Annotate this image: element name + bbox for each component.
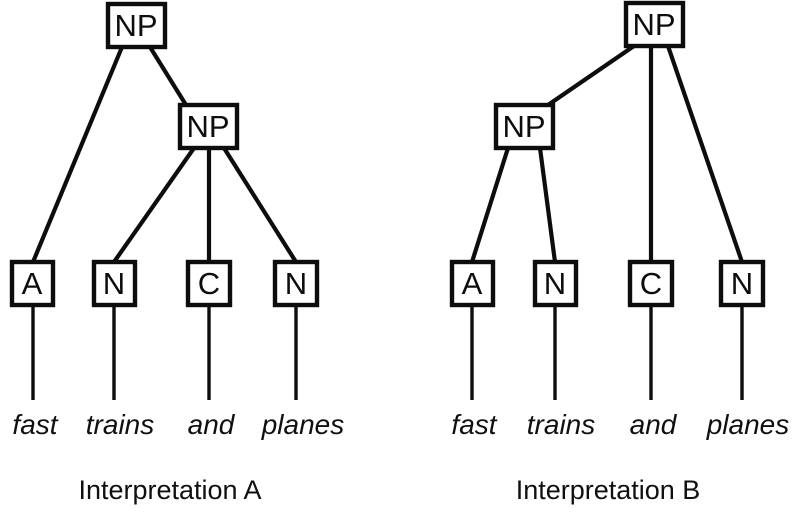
node-label-a-leaf-c: C xyxy=(198,266,220,301)
node-label-b-leaf-a: A xyxy=(462,266,483,301)
node-box-b-np-sub[interactable] xyxy=(493,102,556,151)
tree-edge-a-edge-np-n2 xyxy=(222,146,298,264)
node-label-b-np-root: NP xyxy=(632,7,675,42)
node-box-b-leaf-n1[interactable] xyxy=(532,259,579,308)
word-label-a-word-planes: planes xyxy=(261,409,345,440)
tree-edge-b-edge-root-n2 xyxy=(666,45,744,263)
node-box-a-leaf-n2[interactable] xyxy=(272,259,320,308)
word-label-b-word-trains: trains xyxy=(527,409,595,440)
node-label-b-np-sub: NP xyxy=(502,109,545,144)
node-label-a-leaf-a: A xyxy=(22,266,43,301)
tree-edge-b-edge-np-a xyxy=(469,147,511,263)
node-box-a-np-sub[interactable] xyxy=(177,102,240,151)
word-label-b-word-fast: fast xyxy=(451,409,497,440)
word-label-b-word-and: and xyxy=(630,409,678,440)
word-label-b-word-planes: planes xyxy=(706,409,790,440)
caption-interpretation-b: Interpretation B xyxy=(516,475,701,505)
node-box-b-leaf-n2[interactable] xyxy=(718,259,766,308)
tree-edge-a-edge-root-a xyxy=(31,46,124,263)
tree-edge-a-edge-np-n1 xyxy=(112,146,196,264)
word-label-a-word-trains: trains xyxy=(86,409,154,440)
tree-edge-a-edge-root-np xyxy=(148,45,188,107)
node-box-a-np-root[interactable] xyxy=(105,1,168,50)
node-box-b-np-root[interactable] xyxy=(623,0,686,49)
node-box-a-leaf-a[interactable] xyxy=(9,259,56,308)
word-label-a-word-and: and xyxy=(188,409,236,440)
node-label-a-np-root: NP xyxy=(114,8,157,43)
word-label-a-word-fast: fast xyxy=(12,409,58,440)
node-box-b-leaf-c[interactable] xyxy=(627,259,675,308)
node-box-b-leaf-a[interactable] xyxy=(449,259,496,308)
tree-edge-b-edge-root-np xyxy=(546,44,636,107)
node-label-a-np-sub: NP xyxy=(186,109,229,144)
node-label-a-leaf-n2: N xyxy=(285,266,307,301)
node-label-b-leaf-c: C xyxy=(640,266,662,301)
tree-edge-b-edge-np-n1 xyxy=(537,147,558,263)
node-box-a-leaf-c[interactable] xyxy=(185,259,233,308)
node-label-b-leaf-n1: N xyxy=(544,266,566,301)
node-label-a-leaf-n1: N xyxy=(103,266,125,301)
node-label-b-leaf-n2: N xyxy=(731,266,753,301)
caption-interpretation-a: Interpretation A xyxy=(78,475,261,505)
node-box-a-leaf-n1[interactable] xyxy=(91,259,138,308)
